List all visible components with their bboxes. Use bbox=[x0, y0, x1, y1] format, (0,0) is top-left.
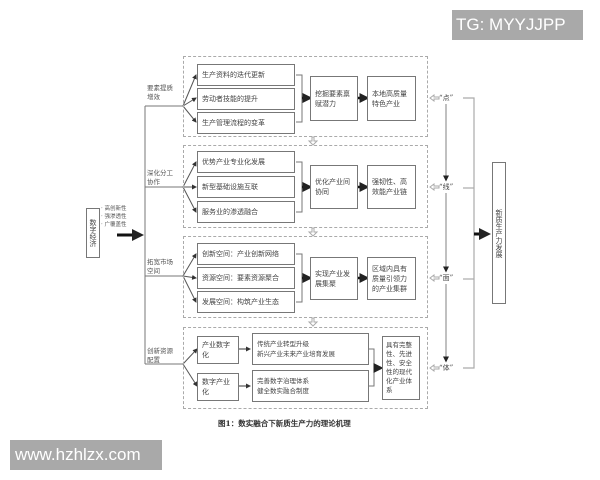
result-box: 具有完整性、先进性、安全性的现代化产业体系 bbox=[382, 336, 420, 400]
input-box: 生产管理流程的变革 bbox=[197, 112, 295, 134]
frame-point-level bbox=[183, 56, 428, 137]
level-line: “线” bbox=[439, 183, 454, 191]
property-high-innovation: · 高创新性 bbox=[101, 206, 127, 212]
input-text: 产业数字化 bbox=[202, 341, 230, 359]
input-text: 创新空间：产业创新网络 bbox=[202, 250, 279, 258]
result-text: 具有完整性、先进性、安全性的现代化产业体系 bbox=[386, 341, 412, 394]
property-strong-penetration: · 强渗透性 bbox=[101, 214, 127, 220]
input-box: 优势产业专业化发展 bbox=[197, 151, 295, 173]
level-surface: “面” bbox=[439, 274, 454, 282]
source-box-digital-economy: 数字经济 bbox=[86, 208, 100, 258]
outcome-box-new-productivity: 新质生产力发展 bbox=[492, 162, 506, 304]
result-text: 本地高质量特色产业 bbox=[372, 89, 407, 108]
input-box: 劳动者技能的提升 bbox=[197, 88, 295, 110]
mid-text: 实现产业发展集聚 bbox=[315, 269, 350, 288]
level-point: “点” bbox=[439, 94, 454, 102]
branch-label-division-cooperation: 深化分工协作 bbox=[147, 169, 173, 186]
input-box: 发展空间：构筑产业生态 bbox=[197, 291, 295, 313]
branch-label-market-space: 拓宽市场空间 bbox=[147, 258, 173, 275]
result-box: 本地高质量特色产业 bbox=[367, 76, 416, 121]
input-text: 劳动者技能的提升 bbox=[202, 95, 258, 103]
input-text: 资源空间：要素资源聚合 bbox=[202, 274, 279, 282]
input-box-industrial-digitalization: 产业数字化 bbox=[197, 336, 239, 364]
mid-text: 挖掘要素禀赋潜力 bbox=[315, 89, 350, 108]
figure-caption: 图1：数实融合下新质生产力的理论机理 bbox=[218, 419, 351, 428]
input-box: 新型基础设施互联 bbox=[197, 176, 295, 198]
frame-surface-level bbox=[183, 236, 428, 318]
outcome-label: 新质生产力发展 bbox=[495, 208, 503, 258]
source-properties: · 高创新性 · 强渗透性 · 广覆盖性 bbox=[101, 205, 127, 229]
input-box: 创新空间：产业创新网络 bbox=[197, 243, 295, 265]
detail-text: 传统产业转型升级 新兴产业未来产业培育发展 bbox=[257, 340, 335, 358]
detail-text: 完善数字治理体系 健全数实融合制度 bbox=[257, 377, 309, 395]
frame-system-level bbox=[183, 327, 428, 409]
input-text: 生产管理流程的变革 bbox=[202, 119, 265, 127]
result-box: 强韧性、高效能产业链 bbox=[367, 165, 416, 209]
mid-box: 挖掘要素禀赋潜力 bbox=[310, 76, 358, 121]
input-box: 资源空间：要素资源聚合 bbox=[197, 267, 295, 289]
mid-text: 优化产业间协同 bbox=[315, 178, 350, 196]
mid-box: 优化产业间协同 bbox=[310, 165, 358, 209]
input-box: 服务业的渗透融合 bbox=[197, 201, 295, 223]
watermark-top: TG: MYYJJPP bbox=[452, 10, 583, 40]
frame-line-level bbox=[183, 145, 428, 228]
input-text: 生产资料的迭代更新 bbox=[202, 71, 265, 79]
input-text: 优势产业专业化发展 bbox=[202, 158, 265, 166]
source-label: 数字经济 bbox=[89, 219, 97, 247]
watermark-bottom: www.hzhlzx.com bbox=[10, 440, 162, 470]
property-wide-coverage: · 广覆盖性 bbox=[101, 222, 127, 228]
branch-label-factor-efficiency: 要素提质增效 bbox=[147, 84, 173, 101]
input-text: 新型基础设施互联 bbox=[202, 183, 258, 191]
result-text: 区域内具有质量引领力的产业集群 bbox=[372, 264, 407, 293]
branch-label-resource-allocation: 创新资源配置 bbox=[147, 347, 173, 364]
detail-box: 完善数字治理体系 健全数实融合制度 bbox=[252, 370, 369, 402]
input-text: 服务业的渗透融合 bbox=[202, 208, 258, 216]
mid-box: 实现产业发展集聚 bbox=[310, 257, 358, 300]
detail-box: 传统产业转型升级 新兴产业未来产业培育发展 bbox=[252, 333, 369, 365]
input-box: 生产资料的迭代更新 bbox=[197, 64, 295, 86]
result-text: 强韧性、高效能产业链 bbox=[372, 178, 407, 196]
input-box-digital-industrialization: 数字产业化 bbox=[197, 373, 239, 401]
input-text: 发展空间：构筑产业生态 bbox=[202, 298, 279, 306]
input-text: 数字产业化 bbox=[202, 378, 230, 396]
level-system: “体” bbox=[439, 364, 454, 372]
result-box: 区域内具有质量引领力的产业集群 bbox=[367, 257, 416, 300]
